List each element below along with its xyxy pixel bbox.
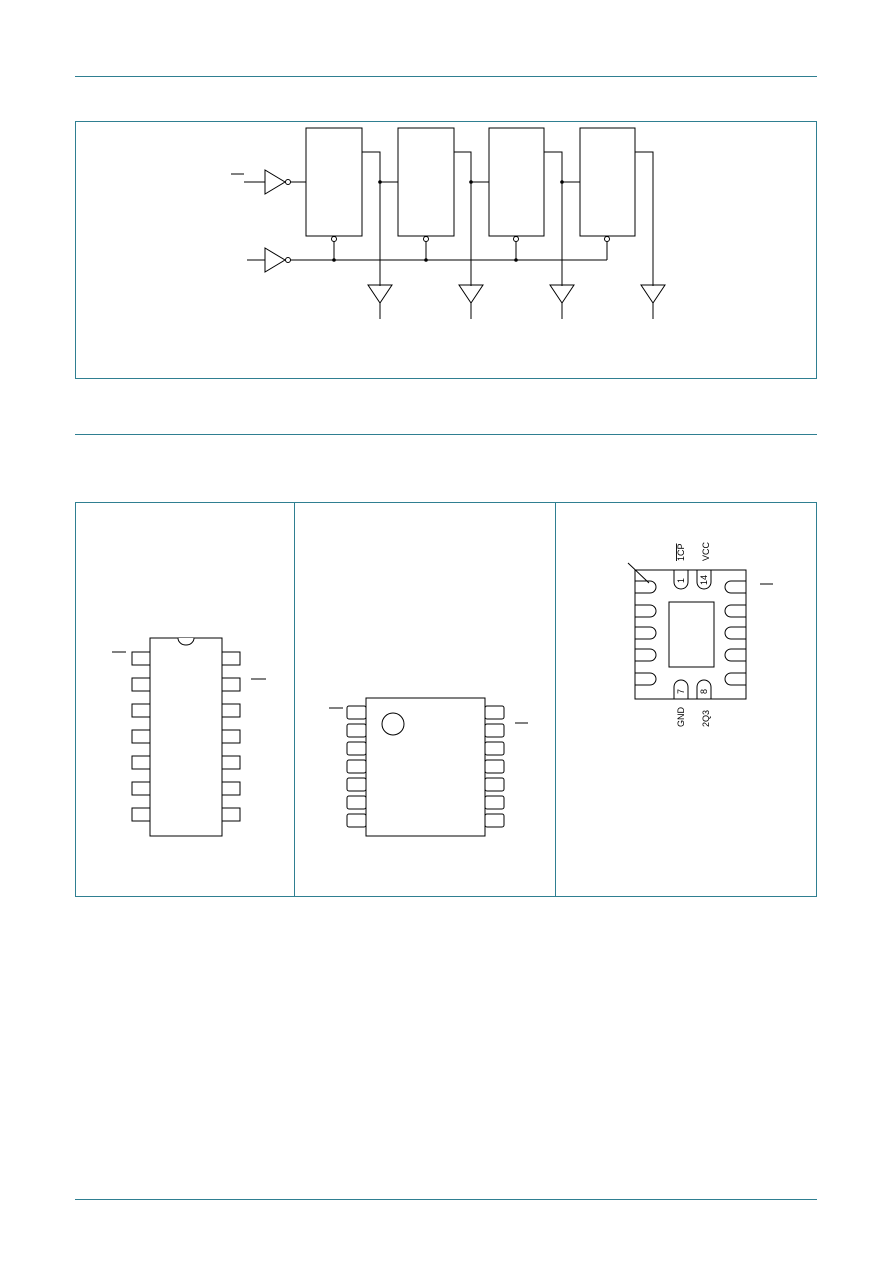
dip-pin — [221, 677, 241, 692]
tssop14-package — [329, 697, 528, 837]
tssop14-pin1-dot — [381, 712, 405, 736]
flip-flop-4-output — [635, 151, 654, 286]
side-pad — [635, 672, 657, 686]
reset-inverter-bubble — [285, 257, 291, 263]
pad-8-number: 8 — [699, 689, 709, 694]
side-pad — [724, 604, 746, 618]
package-divider-1 — [294, 503, 295, 896]
tssop-pin — [346, 813, 367, 828]
dip-pin — [131, 677, 151, 692]
junction-dot — [469, 180, 473, 184]
dip14-notch — [177, 637, 195, 646]
dip-pin — [131, 703, 151, 718]
junction-dot — [332, 258, 336, 262]
dip-pin — [131, 651, 151, 666]
pin-14-label-vcc: VCC — [701, 541, 711, 561]
reset-inverter — [264, 247, 286, 273]
tssop-pin — [346, 741, 367, 756]
dip-pin — [221, 807, 241, 822]
dip-pin — [131, 729, 151, 744]
header-rule — [75, 76, 817, 77]
tssop-pin — [484, 723, 505, 738]
pin-7-label-gnd: GND — [676, 707, 686, 728]
side-pad — [635, 626, 657, 640]
pin-1-label-1cp: 1CP — [676, 543, 686, 561]
side-pad — [724, 672, 746, 686]
tssop-pin — [484, 813, 505, 828]
flip-flop-4 — [579, 127, 636, 237]
dip-pin — [221, 755, 241, 770]
junction-dot — [424, 258, 428, 262]
dip-pin — [221, 781, 241, 796]
side-pad — [724, 648, 746, 662]
tssop-pin — [484, 795, 505, 810]
dhvqfn14-package — [627, 562, 773, 700]
pinning-diagrams: 1 14 7 8 1CP VCC GND 2Q3 — [112, 541, 773, 837]
junction-dot — [514, 258, 518, 262]
pad-14-number: 14 — [699, 575, 709, 585]
flip-flop-3-output — [544, 151, 563, 286]
pad-7-number: 7 — [676, 689, 686, 694]
dip14-package — [112, 637, 266, 837]
package-divider-2 — [555, 503, 556, 896]
dhvqfn14-thermal-pad — [668, 601, 715, 668]
output-buffer-3 — [549, 284, 575, 304]
junction-dot — [378, 180, 382, 184]
tssop-pin — [346, 759, 367, 774]
pad-14 — [696, 570, 712, 590]
section-rule — [75, 434, 817, 435]
pin-8-label-2q3: 2Q3 — [701, 710, 711, 727]
side-pad — [635, 604, 657, 618]
output-buffer-1 — [367, 284, 393, 304]
dip14-body — [149, 637, 223, 837]
logic-diagram — [231, 127, 666, 319]
tssop-pin — [484, 777, 505, 792]
tssop-pin — [346, 777, 367, 792]
tssop-pin — [346, 723, 367, 738]
pad-1 — [673, 570, 689, 590]
dip-pin — [221, 729, 241, 744]
flip-flop-4-reset-bubble — [604, 236, 610, 242]
side-pad — [635, 648, 657, 662]
tssop-pin — [346, 795, 367, 810]
dip-pin — [131, 781, 151, 796]
junction-dot — [560, 180, 564, 184]
dip-pin — [131, 755, 151, 770]
flip-flop-2 — [397, 127, 455, 237]
dhvqfn14-body — [634, 569, 747, 700]
flip-flop-1 — [305, 127, 363, 237]
tssop-pin — [484, 759, 505, 774]
output-buffer-4 — [640, 284, 666, 304]
pad-7 — [673, 679, 689, 699]
side-pad — [724, 580, 746, 594]
pad-1-number: 1 — [676, 578, 686, 583]
footer-rule — [75, 1199, 817, 1200]
clock-inverter — [264, 169, 286, 195]
side-pad — [724, 626, 746, 640]
pinning-frame: 1 14 7 8 1CP VCC GND 2Q3 — [75, 502, 817, 897]
tssop-pin — [484, 705, 505, 720]
flip-flop-3-reset-bubble — [513, 236, 519, 242]
dip-pin — [221, 703, 241, 718]
logic-diagram-frame — [75, 121, 817, 379]
output-buffer-2 — [458, 284, 484, 304]
dip-pin — [131, 807, 151, 822]
flip-flop-1-reset-bubble — [331, 236, 337, 242]
flip-flop-2-reset-bubble — [423, 236, 429, 242]
tssop-pin — [346, 705, 367, 720]
clock-inverter-bubble — [285, 179, 291, 185]
pin1-index-leader — [627, 562, 650, 584]
flip-flop-3 — [488, 127, 545, 237]
pad-8 — [696, 679, 712, 699]
flip-flop-1-output — [362, 151, 381, 286]
flip-flop-2-output — [454, 151, 472, 286]
side-pad — [635, 580, 657, 594]
dip-pin — [221, 651, 241, 666]
tssop-pin — [484, 741, 505, 756]
